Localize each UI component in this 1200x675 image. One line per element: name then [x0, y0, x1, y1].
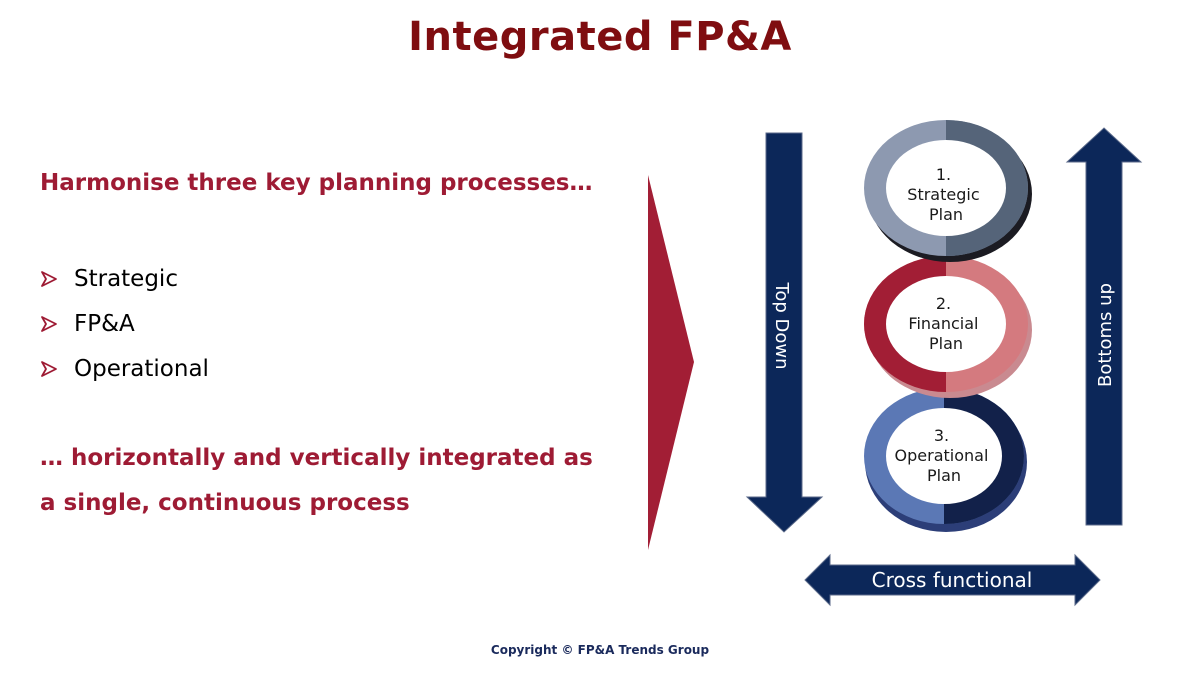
- list-item-label: Operational: [74, 355, 209, 382]
- top-down-label: Top Down: [771, 281, 792, 369]
- list-item-label: Strategic: [74, 265, 178, 292]
- svg-text:2. Financial Plan: 2. Financial Plan: [908, 294, 983, 353]
- financial-plan-ring: 2. Financial Plan: [864, 256, 1032, 398]
- arrow-bullet-icon: [40, 315, 74, 333]
- conclusion-line-2: a single, continuous process: [40, 490, 410, 516]
- intro-text: Harmonise three key planning processes…: [40, 170, 593, 196]
- svg-text:1. Strategic Plan: 1. Strategic Plan: [907, 165, 984, 224]
- plan-suffix: Plan: [927, 466, 961, 485]
- conclusion-text: … horizontally and vertically integrated…: [40, 436, 593, 526]
- cross-functional-arrow: Cross functional: [804, 553, 1101, 607]
- arrow-bullet-icon: [40, 360, 74, 378]
- bottoms-up-label: Bottoms up: [1095, 283, 1116, 387]
- plan-number: 2.: [936, 294, 951, 313]
- cross-functional-label: Cross functional: [872, 568, 1033, 592]
- chevron-arrow-icon: [648, 175, 694, 550]
- plan-name: Operational: [895, 446, 989, 465]
- list-item: Operational: [40, 346, 209, 391]
- plan-number: 3.: [934, 426, 949, 445]
- plan-name: Financial: [908, 314, 978, 333]
- plan-number: 1.: [936, 165, 951, 184]
- conclusion-line-1: … horizontally and vertically integrated…: [40, 445, 593, 471]
- copyright-text: Copyright © FP&A Trends Group: [490, 643, 710, 657]
- bottoms-up-arrow: Bottoms up: [1065, 127, 1143, 526]
- plan-suffix: Plan: [929, 205, 963, 224]
- top-down-arrow: Top Down: [745, 132, 824, 533]
- list-item-label: FP&A: [74, 310, 135, 337]
- list-item: Strategic: [40, 256, 209, 301]
- plan-suffix: Plan: [929, 334, 963, 353]
- arrow-bullet-icon: [40, 270, 74, 288]
- operational-plan-ring: 3. Operational Plan: [864, 388, 1027, 532]
- page-title: Integrated FP&A: [408, 14, 792, 60]
- strategic-plan-ring: 1. Strategic Plan: [864, 120, 1032, 262]
- list-item: FP&A: [40, 301, 209, 346]
- process-list: Strategic FP&A Operational: [40, 256, 209, 391]
- plan-name: Strategic: [907, 185, 979, 204]
- svg-text:3. Operational Pla: 3. Operational Plan: [895, 426, 994, 485]
